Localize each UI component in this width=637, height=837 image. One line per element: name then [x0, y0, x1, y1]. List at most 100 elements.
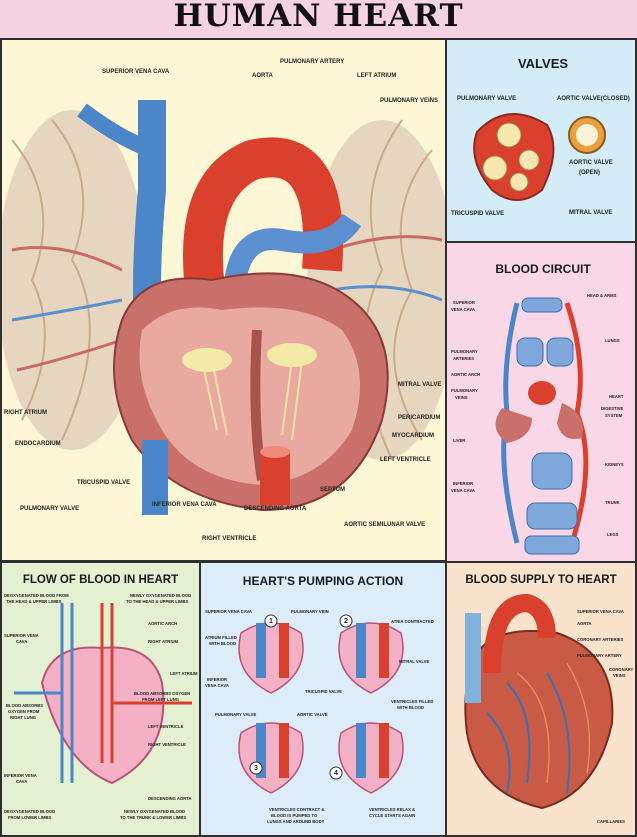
supply-panel: BLOOD SUPPLY TO HEART SUPERIOR VENA CAVA…	[445, 561, 637, 837]
circuit-label-pa-2: ARTERIES	[453, 356, 475, 361]
circuit-label-pv-1: PULMONARY	[451, 388, 478, 393]
valves-panel: VALVES PULMONARY VALVE AORTIC VALVE(CLOS…	[445, 38, 637, 243]
label-inferior-vena-cava: INFERIOR VENA CAVA	[152, 502, 217, 508]
circuit-label-trunk: TRUNK	[605, 500, 620, 505]
pumping-n1: 1	[269, 618, 273, 625]
supply-illustration	[464, 593, 614, 810]
flow-label-left-ventricle: LEFT VENTRICLE	[148, 724, 184, 729]
flow-label-left-atrium: LEFT ATRIUM	[170, 671, 198, 676]
supply-label-coronary-vein-1: CORONARY	[609, 667, 634, 672]
supply-label-aorta: AORTA	[577, 621, 592, 626]
flow-label-svc-1: SUPERIOR VENA	[4, 633, 39, 638]
label-left-ventricle: LEFT VENTRICLE	[380, 457, 431, 463]
flow-label-deox-lower-2: FROM LOWER LIMBS	[8, 815, 52, 820]
pumping-label-aortic-valve: AORTIC VALVE	[297, 712, 328, 717]
flow-label-deox-head-1: DEOXYGENATED BLOOD FROM	[4, 593, 69, 598]
supply-label-coronary-vein-2: VEINS	[613, 673, 626, 678]
circuit-label-svc-1: SUPERIOR	[453, 300, 475, 305]
pumping-label-vent-filled-2: WITH BLOOD	[397, 705, 424, 710]
pumping-label-atrium-1: ATRIUM FILLED	[205, 635, 237, 640]
label-pericardium: PERICARDIUM	[398, 415, 441, 421]
supply-label-capillaries: CAPILLARIES	[597, 819, 625, 824]
pumping-label-pulmonary-vein: PULMONARY VEIN	[291, 609, 329, 614]
main-heart-illustration	[2, 100, 445, 515]
flow-label-absorbs-left-1: BLOOD ABSORBS OXYGEN	[134, 691, 191, 696]
pumping-label-ivc-2: VENA CAVA	[205, 683, 229, 688]
flow-label-newox-head-1: NEWLY OXYGENATED BLOOD	[130, 593, 192, 598]
valves-label-mitral: MITRAL VALVE	[569, 210, 613, 216]
valves-title: VALVES	[517, 56, 569, 71]
label-pulmonary-artery: PULMONARY ARTERY	[280, 59, 345, 65]
circuit-label-liver: LIVER	[453, 438, 466, 443]
valves-label-aortic-open-2: (OPEN)	[579, 170, 600, 176]
pumping-label-svc: SUPERIOR VENA CAVA	[205, 609, 252, 614]
circuit-label-legs: LEGS	[607, 532, 619, 537]
pumping-n2: 2	[344, 618, 348, 625]
flow-label-deox-lower-1: DEOXYGENATED BLOOD	[4, 809, 56, 814]
page-title: HUMAN HEART	[173, 0, 464, 34]
label-left-atrium: LEFT ATRIUM	[357, 73, 397, 79]
pumping-title: HEART'S PUMPING ACTION	[242, 574, 404, 588]
circuit-label-aortic-arch: AORTIC ARCH	[451, 372, 481, 377]
pumping-panel: HEART'S PUMPING ACTION 1 2 3 4 S	[199, 561, 447, 837]
label-septum: SEPTUM	[320, 487, 346, 493]
circuit-label-pa-1: PULMONARY	[451, 349, 478, 354]
valves-label-tricuspid: TRICUSPID VALVE	[451, 211, 505, 217]
pumping-n3: 3	[254, 765, 258, 772]
blood-circuit-panel: BLOOD CIRCUIT SUPERIOR VENA CAVA HEAD & …	[445, 241, 637, 563]
flow-label-descending-aorta: DESCENDING AORTA	[148, 796, 192, 801]
valves-label-pulmonary: PULMONARY VALVE	[457, 96, 517, 102]
flow-illustration	[14, 603, 192, 785]
circuit-label-digestive-2: SYSTEM	[605, 413, 623, 418]
circuit-label-svc-2: VENA CAVA	[451, 307, 475, 312]
valves-illustration	[473, 113, 606, 201]
pumping-label-contract-1: VENTRICLES CONTRACT &	[269, 807, 325, 812]
flow-label-newox-lower-2: TO THE TRUNK & LOWER LIMBS	[120, 815, 187, 820]
circuit-label-lungs: LUNGS	[605, 338, 620, 343]
supply-label-svc: SUPERIOR VENA CAVA	[577, 609, 624, 614]
pumping-label-contract-3: LUNGS AND AROUND BODY	[267, 819, 325, 824]
pumping-label-tricuspid: TRICUSPID VALVE	[305, 689, 343, 694]
label-right-ventricle: RIGHT VENTRICLE	[202, 536, 257, 542]
main-heart-panel: SUPERIOR VENA CAVA AORTA PULMONARY ARTER…	[0, 38, 447, 562]
flow-label-deox-head-2: THE HEAD & UPPER LIMBS	[6, 599, 62, 604]
flow-label-newox-lower-1: NEWLY OXYGENATED BLOOD	[124, 809, 186, 814]
circuit-label-heart: HEART	[609, 394, 624, 399]
flow-label-absorbs-2: OXYGEN FROM	[8, 709, 40, 714]
pumping-n4: 4	[334, 770, 338, 777]
flow-label-newox-head-2: TO THE HEAD & UPPER LIMBS	[126, 599, 189, 604]
pumping-label-atrium-2: WITH BLOOD	[209, 641, 236, 646]
flow-label-right-ventricle: RIGHT VENTRICLE	[148, 742, 186, 747]
flow-label-ivc-1: INFERIOR VENA	[4, 773, 37, 778]
flow-label-aortic-arch: AORTIC ARCH	[148, 621, 178, 626]
supply-label-pulmonary-artery: PULMONARY ARTERY	[577, 653, 622, 658]
label-pulmonary-valve: PULMONARY VALVE	[20, 506, 80, 512]
label-mitral-valve: MITRAL VALVE	[398, 382, 442, 388]
label-endocardium: ENDOCARDIUM	[15, 441, 61, 447]
title-bar: HUMAN HEART	[0, 0, 637, 38]
label-pulmonary-veins: PULMONARY VEINS	[380, 98, 439, 104]
circuit-title: BLOOD CIRCUIT	[495, 262, 591, 276]
flow-label-right-atrium: RIGHT ATRIUM	[148, 639, 179, 644]
label-descending-aorta: DESCENDING AORTA	[244, 506, 307, 512]
flow-title: FLOW OF BLOOD IN HEART	[22, 574, 179, 586]
circuit-label-head-arms: HEAD & ARMS	[587, 293, 617, 298]
pumping-label-relax-2: CYCLE STARTS AGAIN	[369, 813, 416, 818]
pumping-illustration	[238, 614, 404, 794]
label-myocardium: MYOCARDIUM	[392, 433, 434, 439]
flow-label-svc-2: CAVA	[16, 639, 28, 644]
pumping-label-pulmonary-valve: PULMONARY VALVE	[215, 712, 257, 717]
circuit-label-ivc-1: INFERIOR	[453, 481, 474, 486]
supply-label-coronary-arteries: CORONARY ARTERIES	[577, 637, 624, 642]
pumping-label-vent-filled-1: VENTRICLES FILLED	[391, 699, 434, 704]
label-right-atrium: RIGHT ATRIUM	[4, 410, 47, 416]
supply-title: BLOOD SUPPLY TO HEART	[465, 574, 617, 586]
label-superior-vena-cava: SUPERIOR VENA CAVA	[102, 69, 170, 75]
label-aortic-semilunar-valve: AORTIC SEMILUNAR VALVE	[344, 522, 426, 528]
circuit-illustration	[495, 297, 589, 555]
flow-label-absorbs-3: RIGHT LUNG	[10, 715, 37, 720]
pumping-label-mitral: MITRAL VALVE	[399, 659, 430, 664]
pumping-label-ivc-1: INFERIOR	[207, 677, 228, 682]
label-aorta: AORTA	[252, 73, 273, 79]
flow-label-absorbs-left-2: FROM LEFT LUNG	[142, 697, 179, 702]
